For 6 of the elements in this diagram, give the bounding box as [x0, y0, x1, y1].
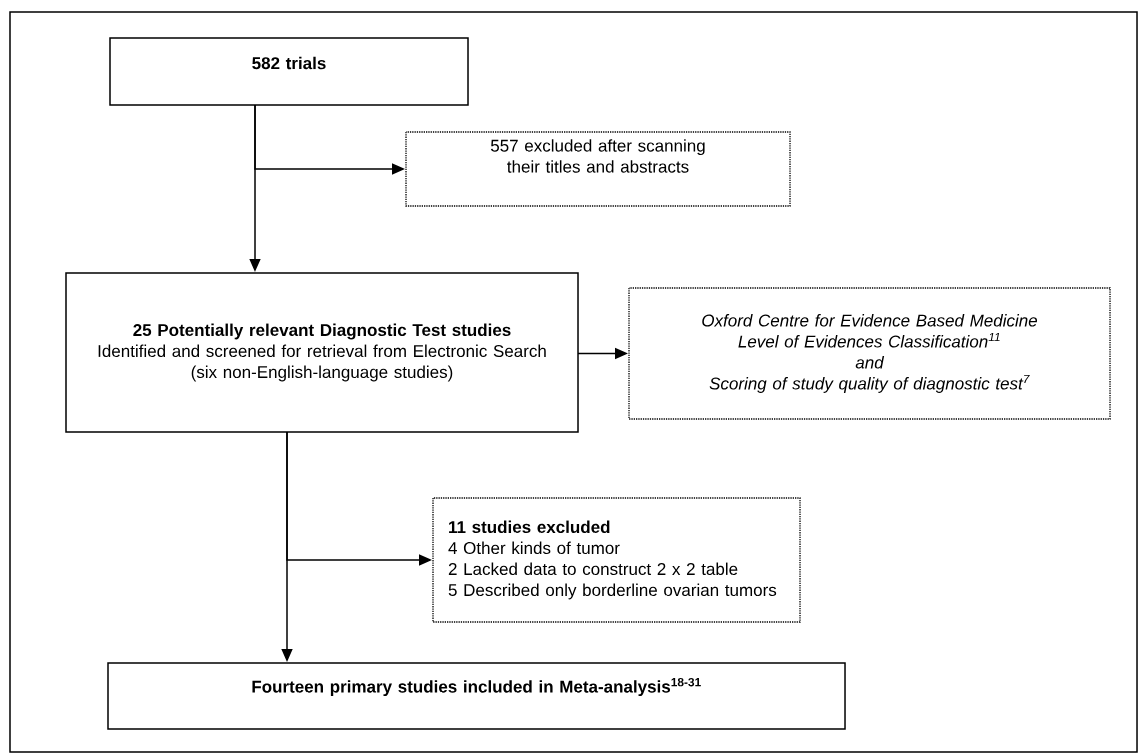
excluded-box: 11 studies excluded 4 Other kinds of tumor 2 Lacked data to construct 2 x 2 table 5 Described only borderline ovarian tumors [432, 497, 801, 623]
process-box: Fourteen primary studies included in Meta-analysis$^{18-31}$ [107, 662, 846, 730]
excluded-box: 557 excluded after scanning their titles and abstracts [405, 131, 791, 207]
process-box: 25 Potentially relevant Diagnostic Test studies Identified and screened for retrieval from Electronic Search (six non-English-language studies) [65, 272, 579, 433]
process-box: 582 trials [109, 37, 469, 106]
excluded-box: Oxford Centre for Evidence Based Medicine Level of Evidences Classification$^{11}$ and Scoring of study quality of diagnostic test$^{7}$ [628, 287, 1111, 420]
